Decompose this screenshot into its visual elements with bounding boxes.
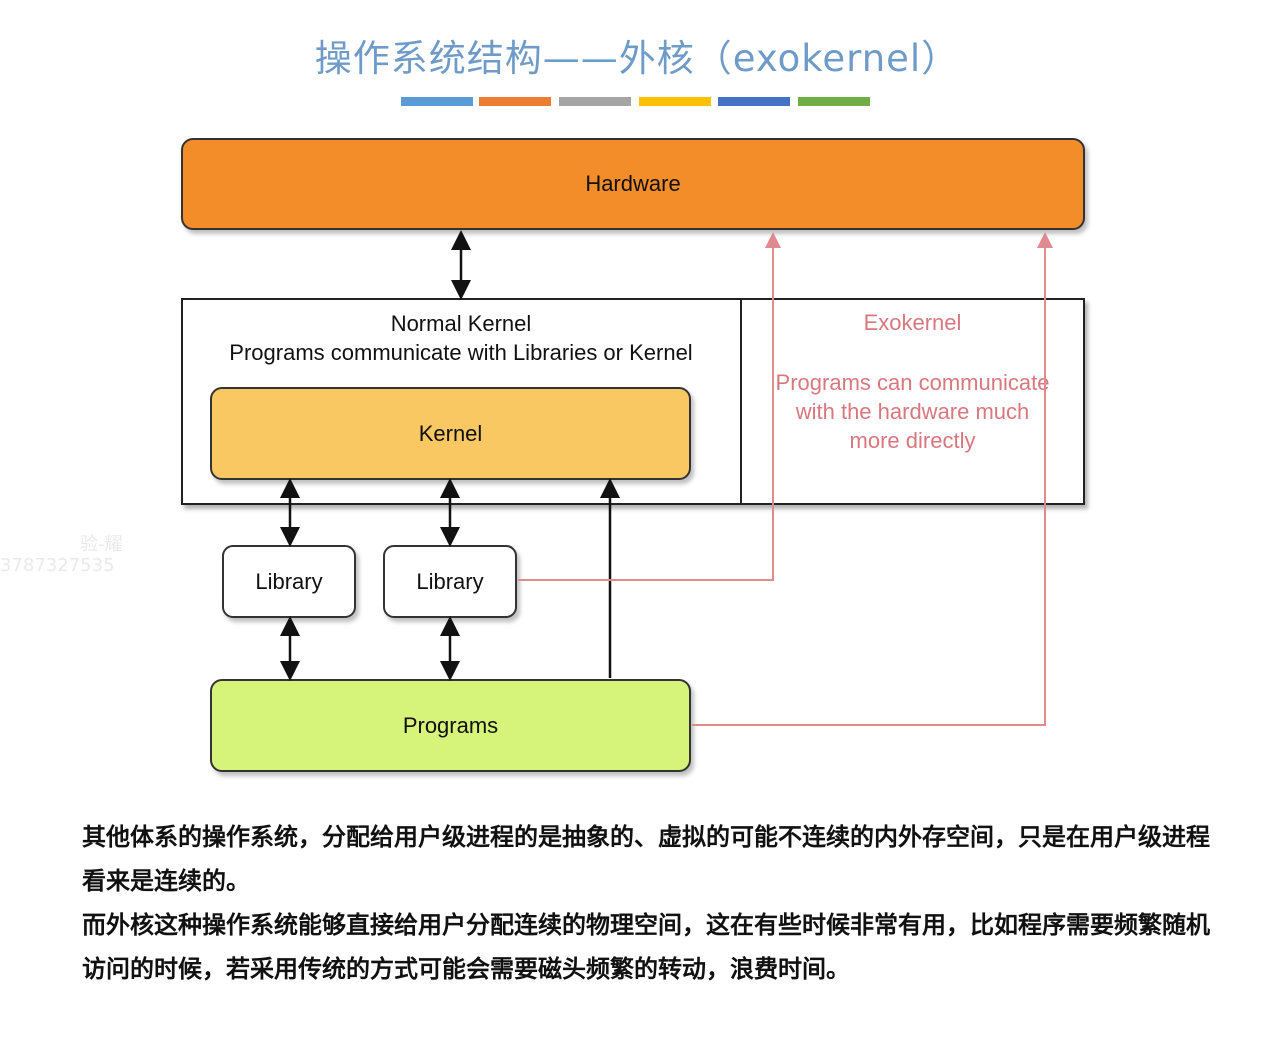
accent-strip-1 xyxy=(401,97,473,106)
library-label-1: Library xyxy=(255,568,323,594)
caption-paragraph-2: 而外核这种操作系统能够直接给用户分配连续的物理空间，这在有些时候非常有用，比如程… xyxy=(82,911,1210,983)
watermark-line-2: 3787327535 xyxy=(0,555,115,576)
normal-kernel-heading: Normal Kernel Programs communicate with … xyxy=(183,309,739,367)
programs-label: Programs xyxy=(402,712,499,738)
normal-kernel-title: Normal Kernel xyxy=(390,311,532,336)
caption-text: 其他体系的操作系统，分配给用户级进程的是抽象的、虚拟的可能不连续的内外存空间，只… xyxy=(82,815,1212,991)
kernel-region-divider xyxy=(740,298,742,505)
kernel-label: Kernel xyxy=(418,420,483,446)
library-box-1: Library xyxy=(222,545,356,618)
hardware-box: Hardware xyxy=(181,138,1085,230)
accent-strip-4 xyxy=(639,97,711,106)
accent-strip-2 xyxy=(479,97,551,106)
accent-strip-3 xyxy=(559,97,631,106)
exokernel-title: Exokernel xyxy=(863,310,962,335)
arrow-library-hardware xyxy=(518,232,781,581)
slide-title: 操作系统结构——外核（exokernel） xyxy=(314,37,960,80)
exokernel-desc: Programs can communicate with the hardwa… xyxy=(775,370,1050,453)
library-label-2: Library xyxy=(416,568,484,594)
hardware-label: Hardware xyxy=(585,171,681,196)
caption-paragraph-1: 其他体系的操作系统，分配给用户级进程的是抽象的、虚拟的可能不连续的内外存空间，只… xyxy=(82,823,1210,895)
watermark-line-1: 验-耀 xyxy=(80,534,123,555)
arrow-programs-hardware xyxy=(692,232,1053,726)
accent-strip-5 xyxy=(718,97,790,106)
normal-kernel-desc: Programs communicate with Libraries or K… xyxy=(229,340,693,365)
accent-strip-6 xyxy=(798,97,870,106)
